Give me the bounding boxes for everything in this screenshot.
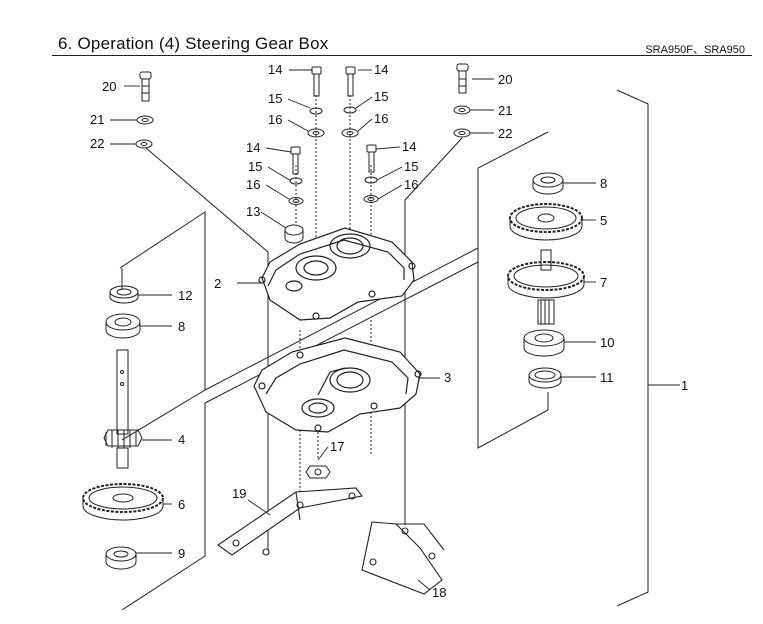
mounting-bracket-18 bbox=[361, 521, 445, 595]
bolt-14-a bbox=[311, 66, 322, 97]
callout-3: 3 bbox=[444, 370, 451, 385]
washer-21-left bbox=[136, 115, 154, 125]
right-gear-group-outline bbox=[477, 131, 549, 449]
leader-20-right bbox=[404, 137, 463, 201]
callout-14-a: 14 bbox=[268, 62, 282, 77]
bolt-14-d bbox=[366, 144, 377, 173]
callout-leaders bbox=[110, 69, 596, 591]
upper-gearbox-cover-2 bbox=[258, 227, 416, 321]
page-header: 6. Operation (4) Steering Gear Box SRA95… bbox=[0, 0, 763, 56]
bearing-8-left bbox=[105, 313, 141, 339]
callout-10: 10 bbox=[600, 335, 614, 350]
page-title: 6. Operation (4) Steering Gear Box bbox=[58, 34, 329, 53]
callout-18: 18 bbox=[432, 585, 446, 600]
projection-line-b bbox=[204, 261, 479, 404]
callout-15-a: 15 bbox=[268, 91, 282, 106]
washers-15-16 bbox=[288, 106, 379, 205]
callout-21-right: 21 bbox=[498, 103, 512, 118]
gear-shaft-7 bbox=[507, 249, 585, 325]
assembly-bracket-1 bbox=[616, 89, 680, 607]
bearing-12 bbox=[109, 285, 139, 304]
callout-1: 1 bbox=[681, 378, 688, 393]
callout-16-d: 16 bbox=[404, 177, 418, 192]
callout-14-d: 14 bbox=[402, 139, 416, 154]
model-numbers: SRA950F、SRA950 bbox=[645, 44, 745, 56]
callout-20-right: 20 bbox=[498, 72, 512, 87]
pinion-shaft-4 bbox=[103, 349, 143, 469]
callout-16-a: 16 bbox=[268, 112, 282, 127]
bolt-14-c bbox=[290, 146, 301, 175]
callout-2: 2 bbox=[214, 276, 221, 291]
header-rule bbox=[52, 55, 752, 56]
bolt-20-right bbox=[456, 63, 469, 94]
callout-8-right: 8 bbox=[600, 176, 607, 191]
callout-19: 19 bbox=[232, 486, 246, 501]
callout-13: 13 bbox=[246, 204, 260, 219]
bearing-10 bbox=[523, 329, 565, 357]
callout-16-c: 16 bbox=[246, 177, 260, 192]
callout-14-b: 14 bbox=[374, 62, 388, 77]
bolt-14-b bbox=[345, 66, 356, 97]
callout-20-left: 20 bbox=[102, 79, 116, 94]
gear-5 bbox=[509, 203, 583, 241]
callout-6: 6 bbox=[178, 497, 185, 512]
callout-12: 12 bbox=[178, 288, 192, 303]
bearing-8-right bbox=[532, 172, 564, 195]
callout-15-c: 15 bbox=[248, 159, 262, 174]
washer-22-left bbox=[135, 139, 153, 149]
bolt-20-left bbox=[139, 71, 152, 102]
left-gear-group-outline bbox=[119, 211, 206, 611]
spur-gear-6 bbox=[82, 483, 164, 521]
callout-14-c: 14 bbox=[246, 140, 260, 155]
callout-11: 11 bbox=[600, 370, 614, 385]
nut-17 bbox=[305, 465, 331, 479]
callout-21-left: 21 bbox=[90, 112, 104, 127]
callout-8-left: 8 bbox=[178, 319, 185, 334]
callout-22-left: 22 bbox=[90, 136, 104, 151]
bearing-9 bbox=[105, 546, 137, 570]
lower-gearbox-case-3 bbox=[253, 337, 422, 433]
callout-22-right: 22 bbox=[498, 126, 512, 141]
callout-17: 17 bbox=[330, 439, 344, 454]
callout-5: 5 bbox=[600, 213, 607, 228]
projection-line-a bbox=[204, 247, 479, 391]
plug-13 bbox=[284, 224, 304, 244]
seal-11 bbox=[528, 367, 562, 389]
washer-21-right bbox=[453, 105, 471, 115]
callout-4: 4 bbox=[178, 432, 185, 447]
callout-7: 7 bbox=[600, 275, 607, 290]
callout-16-b: 16 bbox=[374, 111, 388, 126]
washer-22-right bbox=[453, 128, 471, 138]
mounting-bracket-19 bbox=[217, 487, 363, 556]
leader-20-left bbox=[145, 147, 269, 253]
callout-9: 9 bbox=[178, 546, 185, 561]
callout-15-b: 15 bbox=[374, 89, 388, 104]
callout-15-d: 15 bbox=[404, 159, 418, 174]
